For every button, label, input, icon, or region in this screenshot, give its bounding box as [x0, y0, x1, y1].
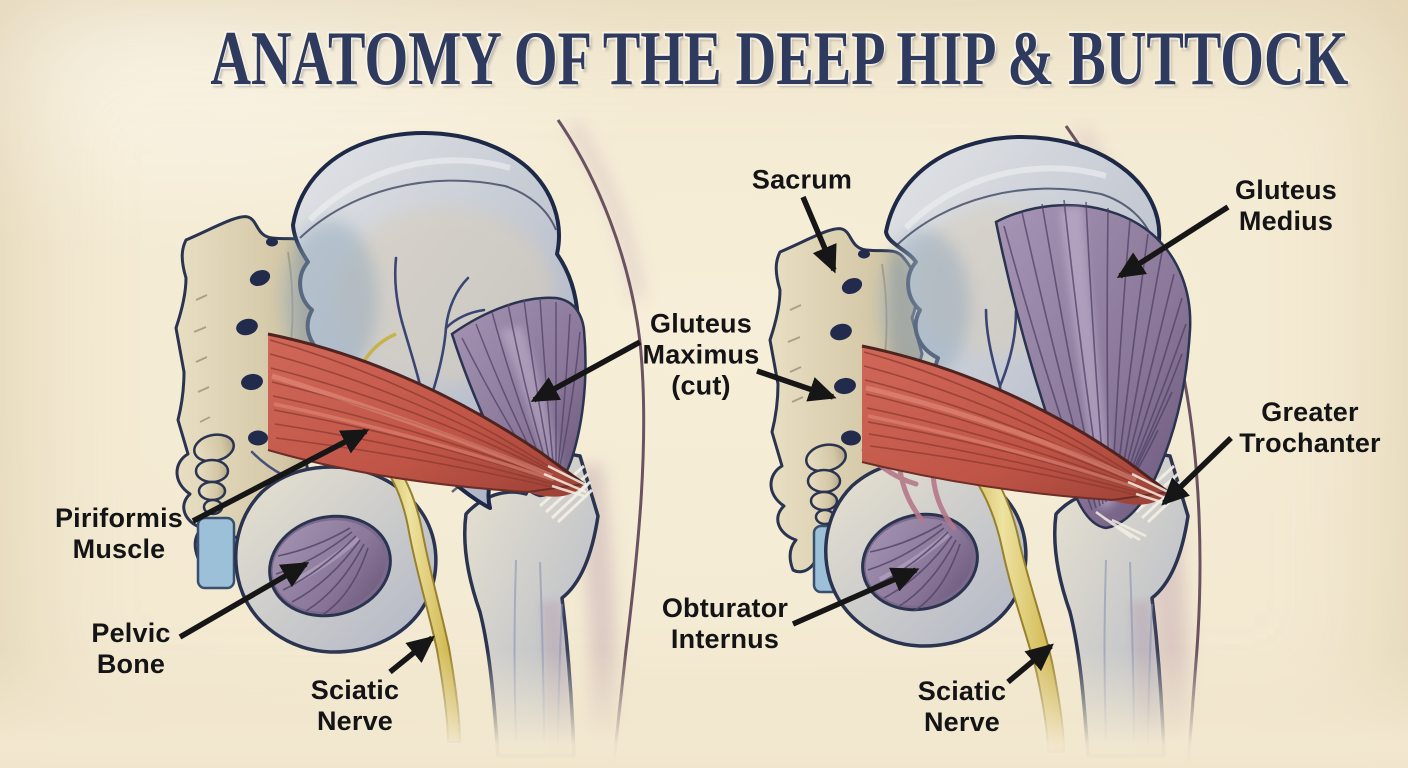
arrow-sciatic-nerve-left: [388, 635, 435, 675]
label-piriformis-muscle: Piriformis Muscle: [54, 502, 184, 564]
arrow-greater-trochanter: [1161, 436, 1233, 506]
coccyx-right: [805, 443, 847, 526]
annotation-arrows: [178, 195, 1233, 685]
label-sacrum: Sacrum: [751, 164, 853, 195]
bottom-fade: [0, 650, 1408, 768]
piriformis-muscle-left: [267, 332, 589, 498]
coccyx-left: [193, 433, 235, 516]
label-gluteus-maximus-cut: Gluteus Maximus (cut): [642, 308, 760, 401]
label-sciatic-nerve-left: Sciatic Nerve: [310, 674, 400, 736]
arrow-gluteus-maximus-right: [756, 368, 837, 402]
label-greater-trochanter: Greater Trochanter: [1239, 396, 1381, 458]
label-gluteus-medius: Gluteus Medius: [1235, 174, 1337, 236]
arrow-pelvic-bone: [178, 561, 310, 640]
page-title-text: ANATOMY OF THE DEEP HIP & BUTTOCK: [210, 15, 1349, 101]
piriformis-muscle-right: [861, 344, 1173, 506]
arrow-obturator-internus: [791, 567, 920, 627]
arrow-sacrum: [800, 195, 837, 274]
arrow-sciatic-nerve-right: [1006, 643, 1054, 685]
arrow-gluteus-medius: [1116, 204, 1230, 279]
ligament-band-left: [196, 516, 236, 590]
arrow-gluteus-maximus-left: [530, 339, 642, 403]
pelvic-bone-ring-left: [234, 465, 438, 654]
pelvic-bone-ring-right: [824, 437, 1028, 648]
label-pelvic-bone: Pelvic Bone: [91, 617, 171, 679]
sacral-foramina-right: [830, 249, 870, 446]
label-obturator-internus: Obturator Internus: [661, 592, 789, 654]
arrow-piriformis-muscle: [191, 428, 370, 524]
page-title: ANATOMY OF THE DEEP HIP & BUTTOCK: [0, 18, 1408, 99]
label-sciatic-nerve-right: Sciatic Nerve: [917, 675, 1007, 737]
sacral-foramina-left: [236, 237, 278, 446]
